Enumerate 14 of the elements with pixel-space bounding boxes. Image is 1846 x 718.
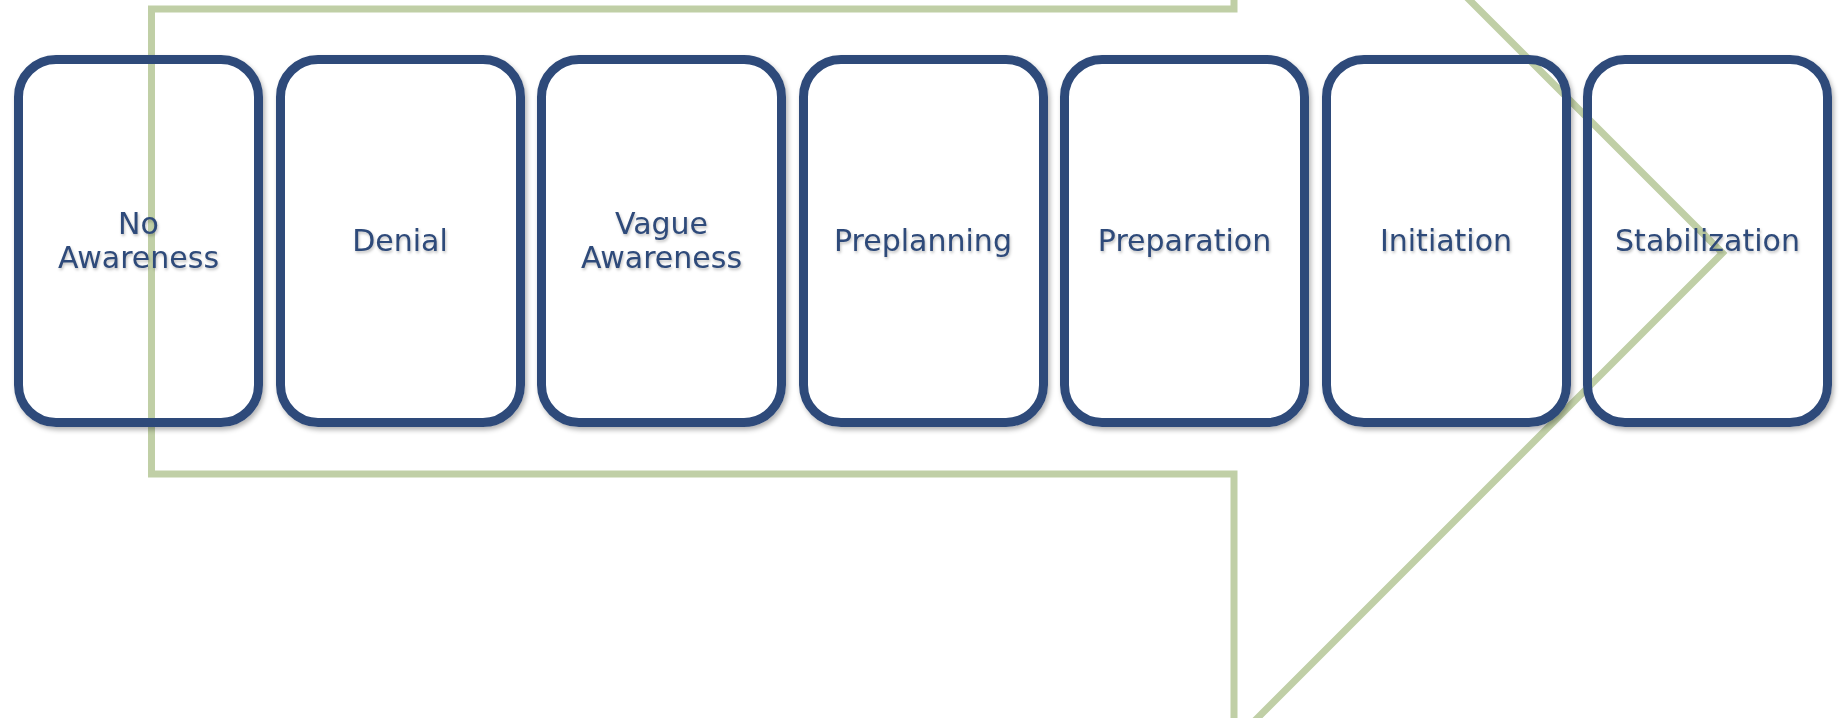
stage-label: Stabilization [1614, 223, 1801, 259]
stage-label: Preplanning [833, 223, 1013, 259]
stage-box [275, 55, 525, 427]
stage-box [14, 55, 263, 427]
stage-box [1321, 55, 1571, 427]
stage-label: Denial [351, 223, 449, 259]
stage-label: Initiation [1378, 223, 1514, 259]
stage-label: Preparation [1096, 223, 1273, 259]
stage-box [537, 55, 786, 427]
stage-box [1583, 55, 1832, 427]
stage-label: Vague Awareness [579, 206, 744, 276]
stage-box [798, 55, 1048, 427]
stage-label: No Awareness [56, 206, 221, 276]
stage-box [1060, 55, 1309, 427]
